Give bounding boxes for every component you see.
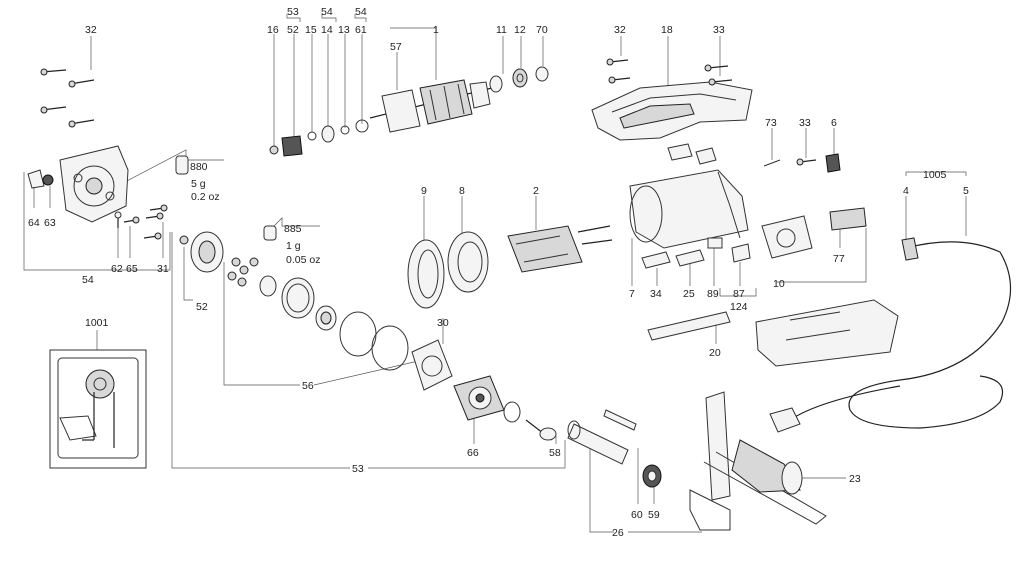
label-70: 70 <box>536 24 548 36</box>
note-880-ounces: 0.2 oz <box>191 191 220 203</box>
small-parts-34-25-89-87 <box>641 237 751 269</box>
label-54: 54 <box>321 6 333 18</box>
label-1005: 1005 <box>923 169 947 181</box>
label-54: 54 <box>82 274 94 286</box>
fan-8 <box>447 231 489 293</box>
switch-77 <box>829 207 867 231</box>
label-53: 53 <box>287 6 299 18</box>
label-15: 15 <box>305 24 317 36</box>
label-8: 8 <box>459 185 465 197</box>
label-61: 61 <box>355 24 367 36</box>
grease-880-tube <box>175 155 189 175</box>
label-66: 66 <box>467 447 479 459</box>
label-14: 14 <box>321 24 333 36</box>
side-handle-23 <box>689 391 827 531</box>
label-58: 58 <box>549 447 561 459</box>
guard-bar-26 <box>567 420 629 465</box>
note-885-ounces: 0.05 oz <box>286 254 320 266</box>
flange-30 <box>411 339 453 391</box>
note-880-grams: 5 g <box>191 178 206 190</box>
label-124: 124 <box>730 301 748 313</box>
field-coil-2 <box>507 225 613 273</box>
nut-59 <box>642 464 662 488</box>
gear-52 <box>179 231 224 273</box>
armature-1 <box>369 79 501 133</box>
label-73: 73 <box>765 117 777 129</box>
label-87: 87 <box>733 288 745 300</box>
label-880: 880 <box>190 161 208 173</box>
small-parts-64-63 <box>27 169 54 189</box>
label-13: 13 <box>338 24 350 36</box>
pins-62-65-31 <box>114 204 168 240</box>
label-5: 5 <box>963 185 969 197</box>
label-6: 6 <box>831 117 837 129</box>
label-32: 32 <box>85 24 97 36</box>
label-34: 34 <box>650 288 662 300</box>
label-18: 18 <box>661 24 673 36</box>
label-25: 25 <box>683 288 695 300</box>
label-23: 23 <box>849 473 861 485</box>
switch-rod-20 <box>647 311 731 341</box>
housing-shell-18 <box>591 81 753 141</box>
grease-885-tube <box>263 225 277 241</box>
detail-box-1001 <box>49 349 147 469</box>
leader-lines <box>23 14 967 533</box>
label-62: 62 <box>111 263 123 275</box>
note-885-grams: 1 g <box>286 240 301 252</box>
label-1: 1 <box>433 24 439 36</box>
bearing-set-56 <box>227 257 409 371</box>
top-small-parts <box>269 119 369 157</box>
switch-parts-73-6 <box>667 143 841 173</box>
label-30: 30 <box>437 317 449 329</box>
label-77: 77 <box>833 253 845 265</box>
rear-housing-cover <box>755 299 899 367</box>
label-64: 64 <box>28 217 40 229</box>
label-10: 10 <box>773 278 785 290</box>
screws-32-33-top <box>606 58 733 86</box>
motor-housing-7 <box>629 169 749 249</box>
bearings-11-12-70 <box>489 66 549 93</box>
label-1001: 1001 <box>85 317 109 329</box>
label-33: 33 <box>713 24 725 36</box>
part-labels: 32 64 63 62 65 31 54 880 5 g 0.2 oz 52 8… <box>28 6 969 539</box>
label-53: 53 <box>352 463 364 475</box>
label-32: 32 <box>614 24 626 36</box>
brush-holder-10 <box>761 215 813 259</box>
label-26: 26 <box>612 527 624 539</box>
label-16: 16 <box>267 24 279 36</box>
label-60: 60 <box>631 509 643 521</box>
label-52: 52 <box>196 301 208 313</box>
label-9: 9 <box>421 185 427 197</box>
label-33: 33 <box>799 117 811 129</box>
label-54: 54 <box>355 6 367 18</box>
label-12: 12 <box>514 24 526 36</box>
label-52: 52 <box>287 24 299 36</box>
gear-housing-54 <box>59 145 129 223</box>
label-4: 4 <box>903 185 909 197</box>
label-20: 20 <box>709 347 721 359</box>
parts-artwork <box>27 58 1012 531</box>
label-89: 89 <box>707 288 719 300</box>
label-7: 7 <box>629 288 635 300</box>
label-31: 31 <box>157 263 169 275</box>
flange-66 <box>453 375 505 421</box>
label-65: 65 <box>126 263 138 275</box>
cable-1005 <box>769 237 1012 433</box>
washer <box>503 401 521 423</box>
label-56: 56 <box>302 380 314 392</box>
label-63: 63 <box>44 217 56 229</box>
spindle-58 <box>525 419 557 441</box>
label-59: 59 <box>648 509 660 521</box>
pin-60 <box>603 409 637 431</box>
label-57: 57 <box>390 41 402 53</box>
fan-baffle-9 <box>407 239 445 309</box>
screws-32 <box>40 68 95 128</box>
label-885: 885 <box>284 223 302 235</box>
label-11: 11 <box>496 24 507 36</box>
label-2: 2 <box>533 185 539 197</box>
